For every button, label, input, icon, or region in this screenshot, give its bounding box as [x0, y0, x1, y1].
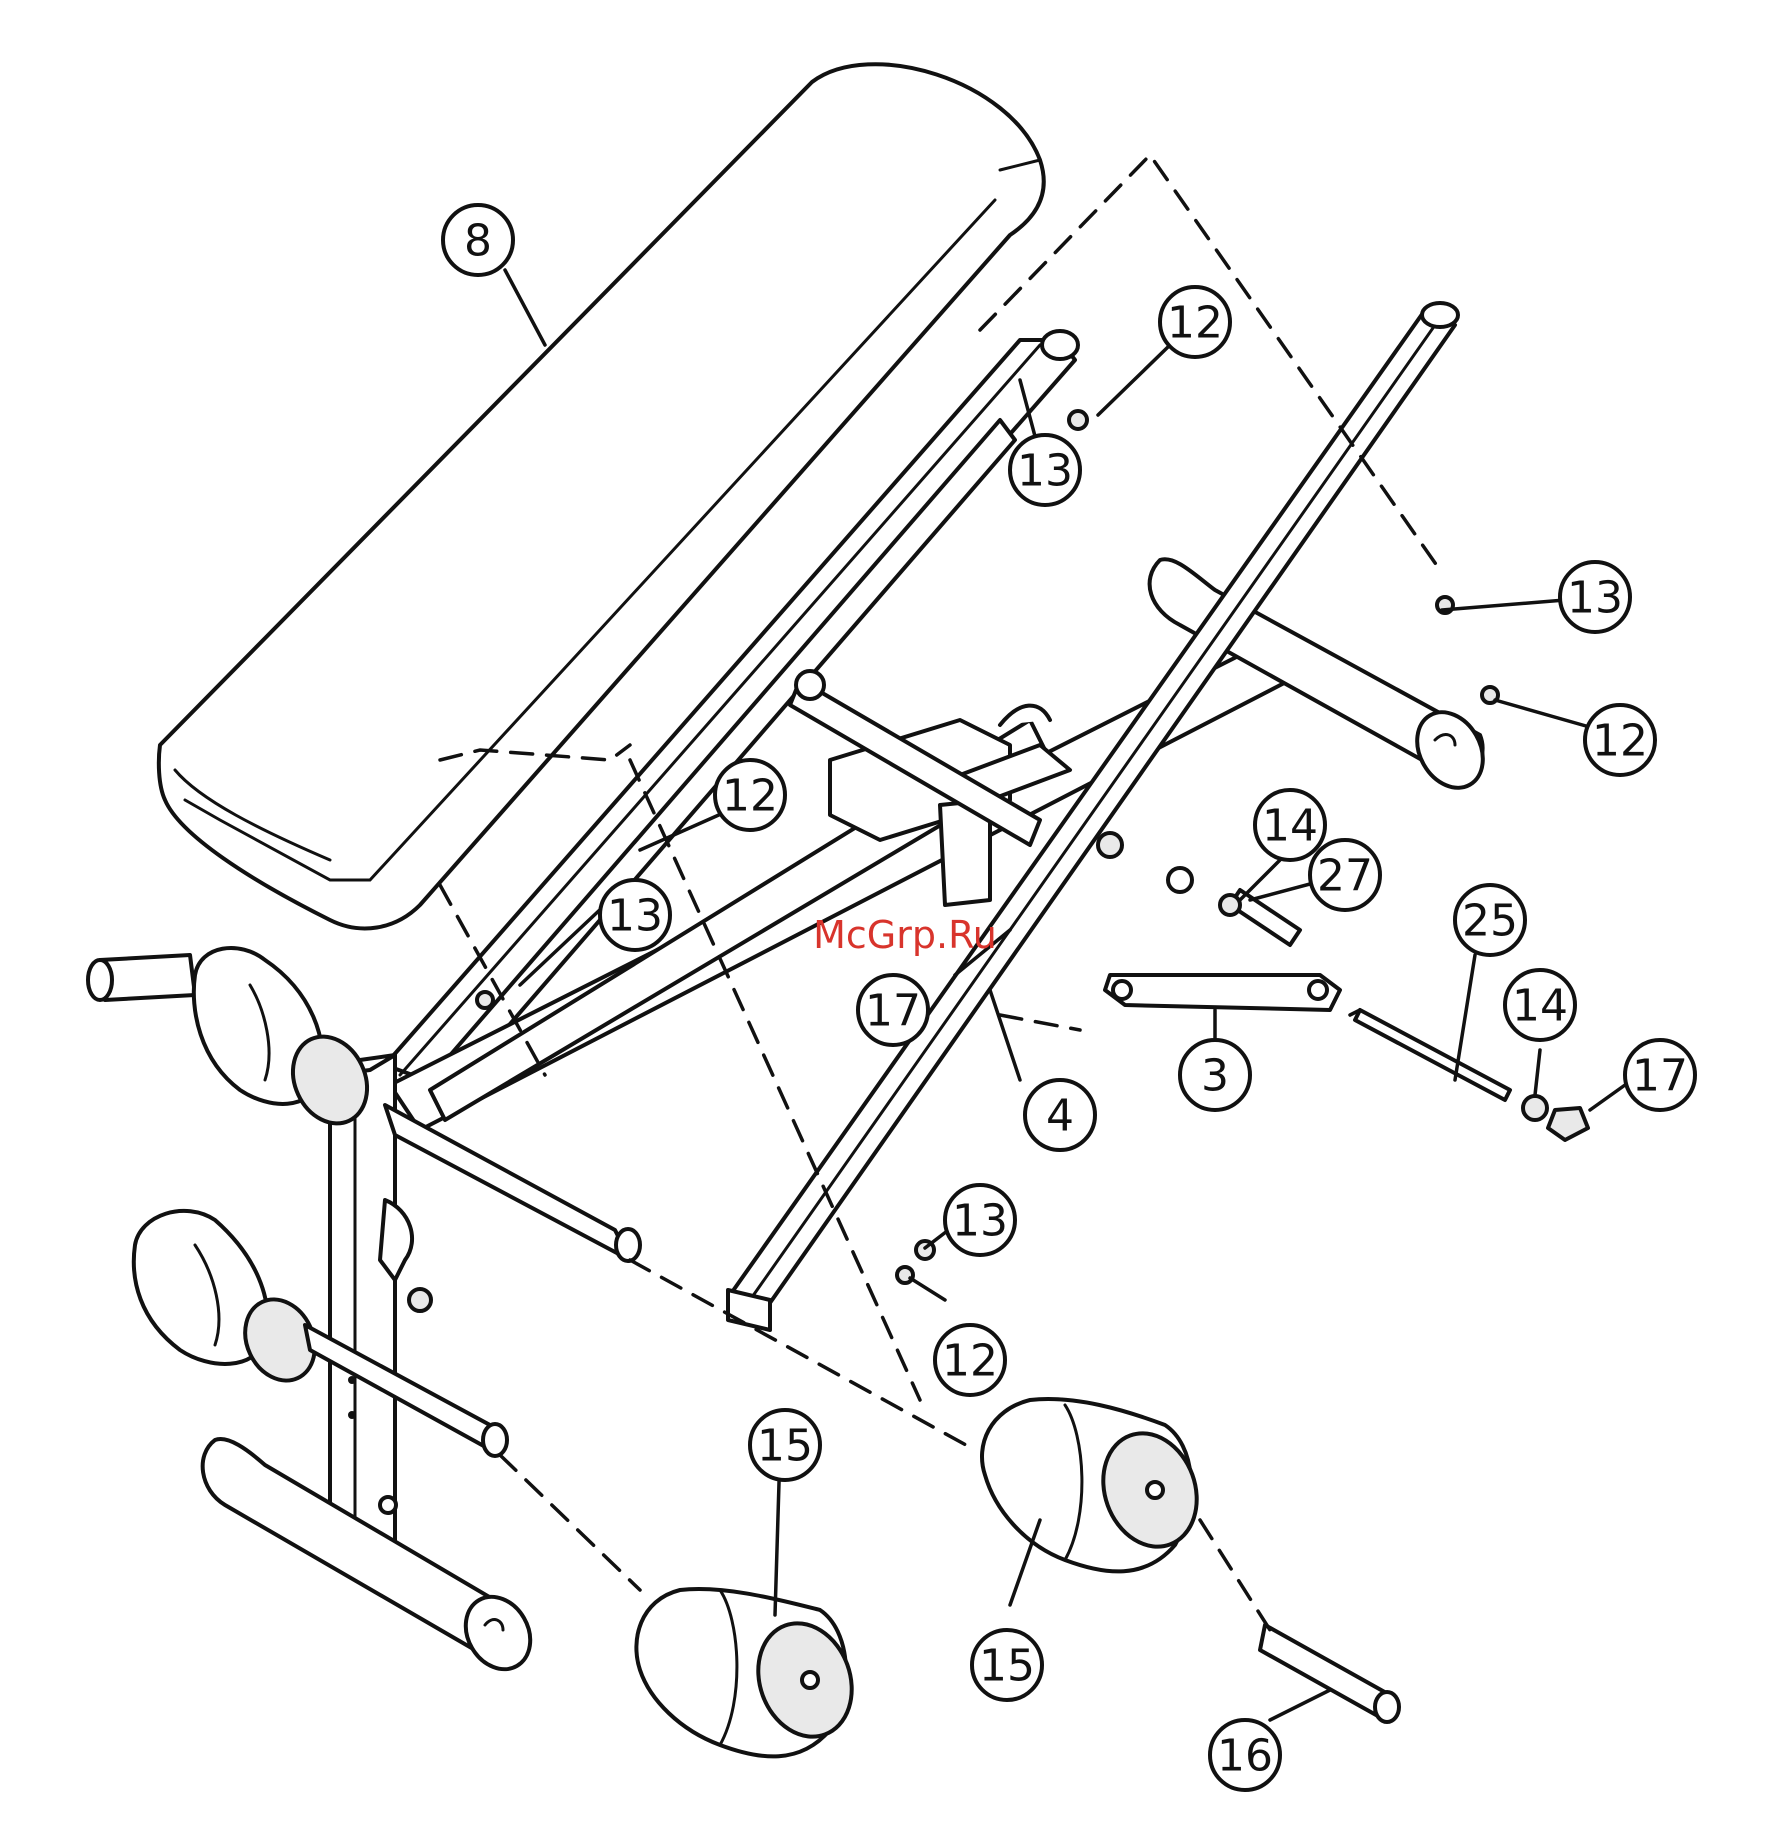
callout-label: 8: [464, 216, 492, 267]
callout-label: 27: [1317, 851, 1373, 902]
callout-label: 13: [1567, 573, 1623, 624]
callout-17: 17: [858, 975, 928, 1045]
callout-label: 12: [1167, 298, 1223, 349]
callout-4: 4: [1025, 1080, 1095, 1150]
lower-roller-assembly: [134, 1211, 507, 1456]
loose-roller-left: [636, 1589, 867, 1756]
callout-label: 12: [942, 1336, 998, 1387]
callout-13: 13: [1560, 562, 1630, 632]
callout-12: 12: [1585, 705, 1655, 775]
callout-12: 12: [1160, 287, 1230, 357]
loose-roller-right: [982, 1399, 1212, 1571]
callout-8: 8: [443, 205, 513, 275]
callout-label: 25: [1462, 896, 1518, 947]
callout-13: 13: [945, 1185, 1015, 1255]
callout-12: 12: [935, 1325, 1005, 1395]
callout-label: 4: [1046, 1091, 1074, 1142]
callout-14: 14: [1505, 970, 1575, 1040]
callout-14: 14: [1255, 790, 1325, 860]
loose-rod: [1260, 1625, 1399, 1722]
callout-13: 13: [600, 880, 670, 950]
callout-label: 13: [952, 1196, 1008, 1247]
callout-15: 15: [750, 1410, 820, 1480]
callout-label: 12: [722, 771, 778, 822]
callout-label: 12: [1592, 716, 1648, 767]
callout-label: 3: [1201, 1051, 1229, 1102]
callout-label: 13: [607, 891, 663, 942]
callout-label: 15: [757, 1421, 813, 1472]
callout-13: 13: [1010, 435, 1080, 505]
callout-27: 27: [1310, 840, 1380, 910]
callout-12: 12: [715, 760, 785, 830]
callout-label: 14: [1262, 801, 1318, 852]
callout-17: 17: [1625, 1040, 1695, 1110]
callout-3: 3: [1180, 1040, 1250, 1110]
callout-label: 13: [1017, 446, 1073, 497]
callout-25: 25: [1455, 885, 1525, 955]
callout-16: 16: [1210, 1720, 1280, 1790]
callout-label: 17: [865, 986, 921, 1037]
watermark: McGrp.Ru: [813, 913, 997, 957]
callout-label: 14: [1512, 981, 1568, 1032]
callout-label: 15: [979, 1641, 1035, 1692]
callout-label: 17: [1632, 1051, 1688, 1102]
callout-15: 15: [972, 1630, 1042, 1700]
callout-label: 16: [1217, 1731, 1273, 1782]
